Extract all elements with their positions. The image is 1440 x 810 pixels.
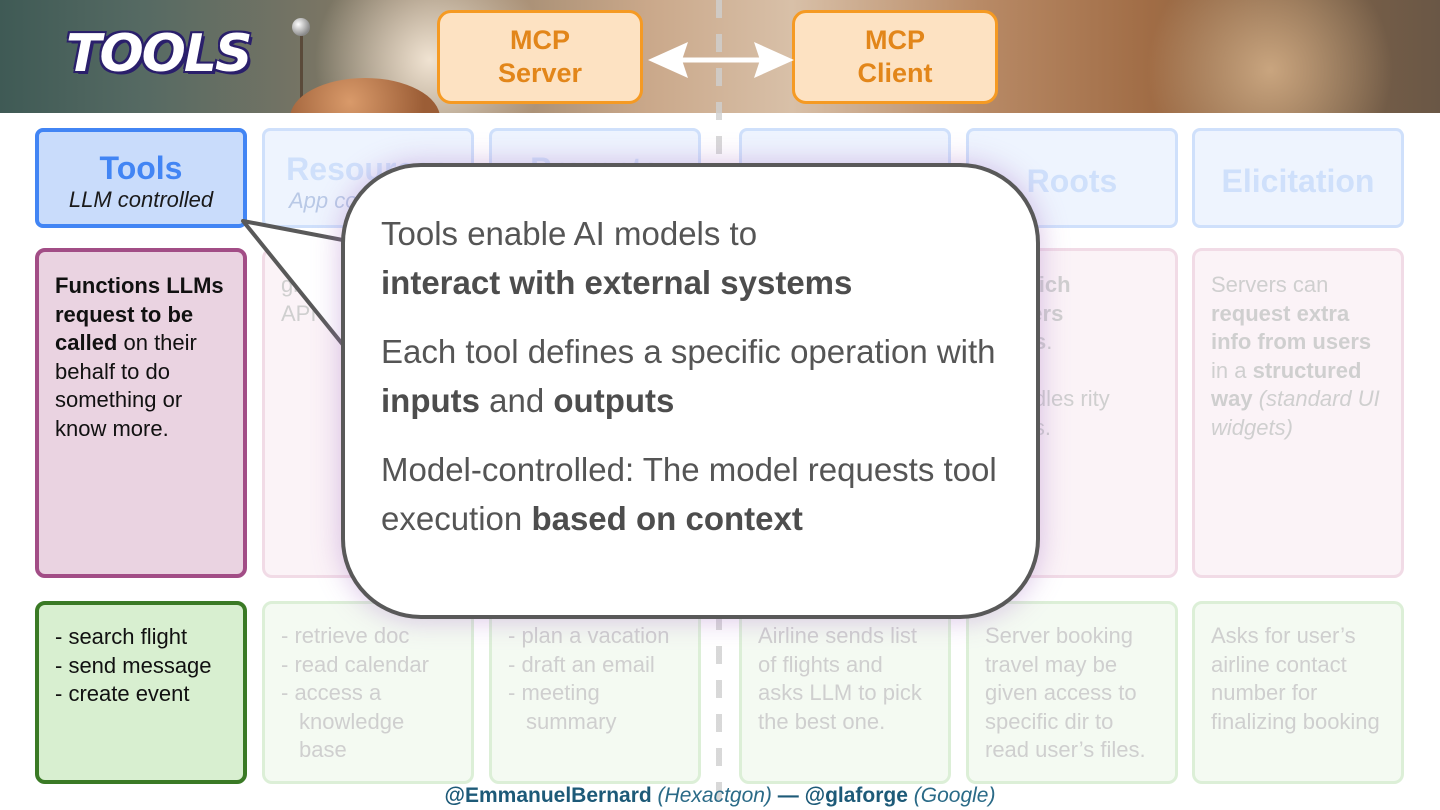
roots-examples: Server booking travel may be given acces… [966,601,1178,784]
author-handle: @glaforge [804,784,908,807]
tools-desc-bold: Functions LLMs request to be called [55,273,224,355]
elicitation-description: Servers can request extra info from user… [1192,248,1404,578]
footer-credits: @EmmanuelBernard (Hexactgon) — @glaforge… [0,784,1440,808]
list-item: - retrieve doc [281,623,410,648]
speech-bubble: Tools enable AI models to interact with … [341,163,1040,619]
column-title: Roots [1026,163,1118,199]
column-subtitle: LLM controlled [68,187,214,212]
elicitation-examples: Asks for user’s airline contact number f… [1192,601,1404,784]
slide-title: TOOLS [66,24,252,84]
list-item: - create event [55,681,190,706]
elicitation-desc-text: Servers can [1211,272,1329,297]
bubble-bold: interact with external systems [381,264,853,301]
bubble-paragraph-2: Each tool defines a specific operation w… [381,327,1000,425]
mcp-server-box: MCP Server [437,10,643,104]
list-item: - draft an email [508,651,655,677]
mcp-client-box: MCP Client [792,10,998,104]
column-title: Tools [99,150,183,186]
speech-bubble-tail [241,219,350,353]
tools-desc-text: on their behalf to do something or know … [55,330,197,441]
elicitation-desc-italic: (standard UI widgets) [1211,386,1380,440]
author-org: (Google) [913,784,996,807]
bubble-bold: outputs [553,382,675,419]
list-item: - read calendar [281,651,429,677]
elicitation-desc-bold: request extra info from users [1211,300,1372,355]
sampling-examples: Airline sends list of flights and asks L… [739,601,951,784]
banner-glow-right [1120,0,1420,113]
bubble-text: Each tool defines a specific operation w… [381,333,996,370]
bubble-text: Model-controlled: The model requests too… [381,451,997,537]
list-item: - access a knowledge base [281,680,405,762]
bubble-bold: inputs [381,382,480,419]
separator: — [771,784,805,807]
robot-antenna [300,22,303,102]
list-item: - send message [55,652,212,678]
bubble-paragraph-3: Model-controlled: The model requests too… [381,445,1000,543]
list-item: - meeting summary [508,680,617,734]
bubble-bold: based on context [531,500,803,537]
bubble-paragraph-1: Tools enable AI models to interact with … [381,209,1000,307]
elicitation-desc-text: in a [1211,357,1253,383]
resources-examples: - retrieve doc - read calendar - access … [262,601,474,784]
list-item: - search flight [55,624,188,649]
bubble-text: and [479,382,554,419]
author-org: (Hexactgon) [657,784,772,807]
roots-desc-text: . [1046,329,1053,354]
double-arrow-icon [648,42,794,78]
column-header-tools: Tools LLM controlled [35,128,247,228]
prompts-examples: - plan a vacation - draft an email - mee… [489,601,701,784]
robot-antenna-ball [292,18,310,36]
bubble-text: Tools enable AI models to [381,215,758,252]
column-header-elicitation: Elicitation [1192,128,1404,228]
column-title: Elicitation [1221,163,1375,199]
elicitation-desc-bold: structured way [1211,357,1362,412]
author-handle: @EmmanuelBernard [444,784,652,807]
tools-description: Functions LLMs request to be called on t… [35,248,247,578]
tools-examples: - search flight - send message - create … [35,601,247,784]
list-item: - plan a vacation [508,623,670,648]
